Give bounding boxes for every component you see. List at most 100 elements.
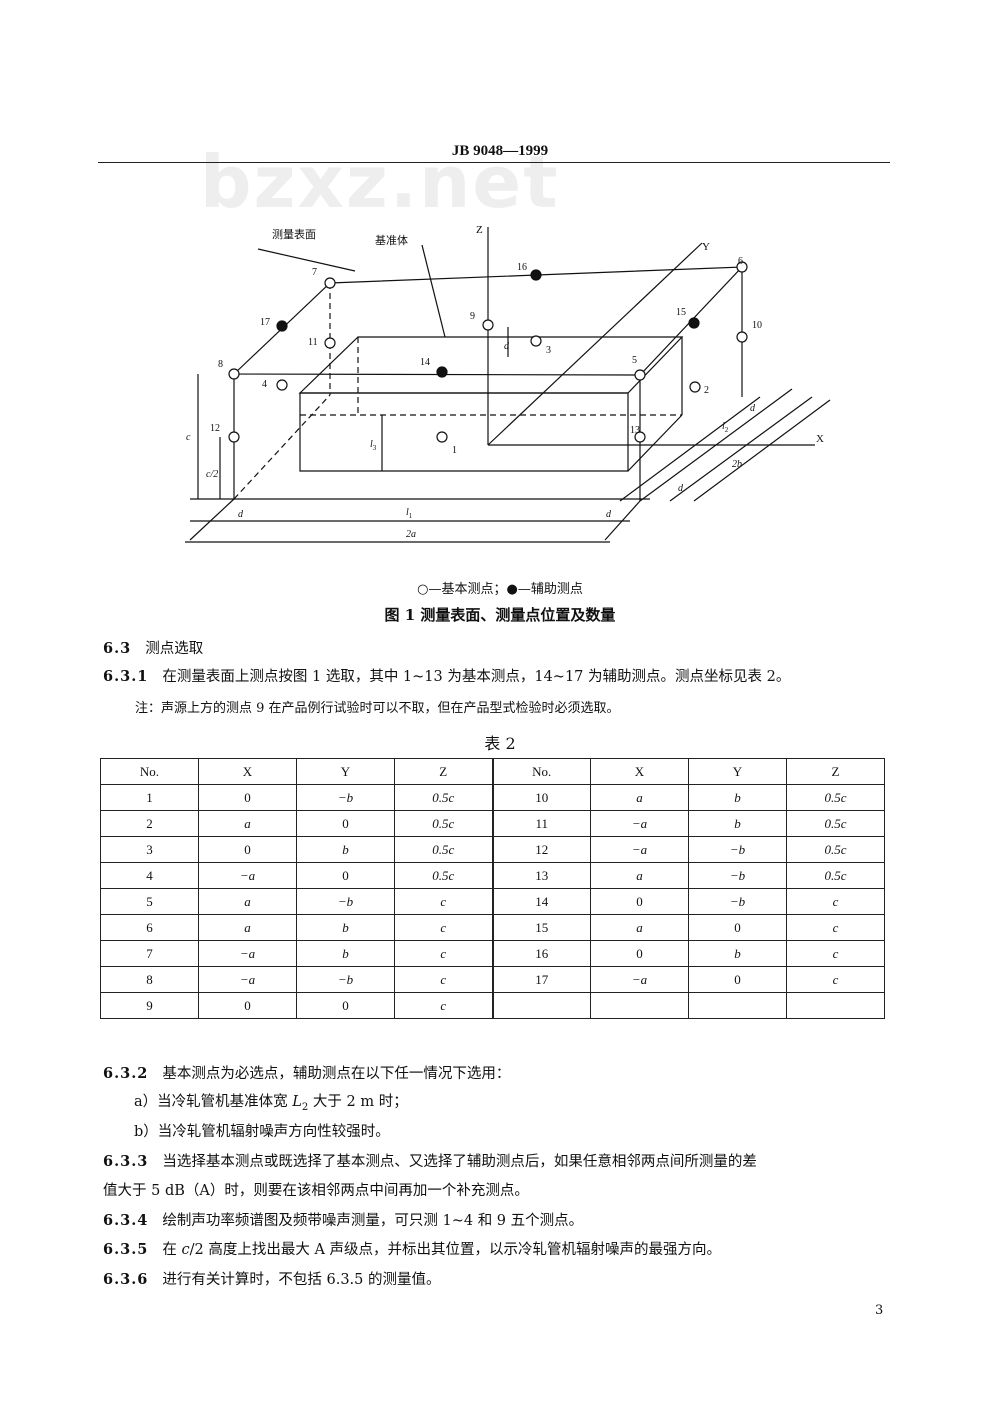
svg-text:15: 15 (676, 307, 686, 318)
table-title: 表 2 (484, 734, 516, 753)
table-cell: 1 (100, 784, 199, 811)
svg-text:9: 9 (470, 311, 475, 322)
table-cell: b (688, 784, 787, 811)
standard-code: JB 9048—1999 (451, 143, 549, 159)
condition-a: a）当冷轧管机基准体宽 L2 大于 2 m 时； (134, 1094, 408, 1113)
table-cell: 6 (100, 914, 199, 941)
svg-text:l3: l3 (370, 439, 377, 452)
page-number: 3 (875, 1303, 884, 1318)
figure-caption: 图 1 测量表面、测量点位置及数量 (384, 606, 616, 624)
svg-text:2b: 2b (732, 459, 742, 470)
table-cell: c (394, 914, 494, 941)
table-cell: 0.5c (786, 784, 885, 811)
table-cell: 4 (100, 862, 199, 889)
table-cell: 12 (492, 836, 591, 863)
point-7 (324, 277, 336, 289)
point-10 (736, 331, 748, 343)
point-12 (228, 431, 240, 443)
table-cell: 8 (100, 966, 199, 993)
svg-text:8: 8 (218, 359, 223, 370)
table-cell: −b (688, 836, 787, 863)
measurement-diagram: 测量表面 基准体 Z Y X 7 16 6 17 9 15 10 11 3 14… (185, 224, 831, 543)
svg-text:d: d (750, 403, 756, 414)
table-cell: c (786, 940, 885, 967)
table-cell: 11 (492, 810, 591, 837)
table-cell: 0.5c (786, 862, 885, 889)
table-cell: 16 (492, 940, 591, 967)
table-cell: 0 (296, 810, 395, 837)
table-cell: 10 (492, 784, 591, 811)
table-cell: c (394, 940, 494, 967)
table-cell: 0 (688, 914, 787, 941)
table-cell: 0 (296, 992, 395, 1019)
table-cell: b (296, 914, 395, 941)
svg-text:X: X (816, 433, 824, 445)
point-6 (736, 261, 748, 273)
body-right-bottom (627, 414, 683, 472)
table-cell: −a (198, 862, 297, 889)
table-cell: a (590, 862, 689, 889)
table-cell: −b (296, 888, 395, 915)
table-cell: c (394, 888, 494, 915)
table-cell: a (198, 810, 297, 837)
table-cell (590, 992, 689, 1019)
table-cell: −a (590, 836, 689, 863)
section-6-3-3-line2: 值大于 5 dB（A）时，则要在该相邻两点中间再加一个补充测点。 (103, 1183, 529, 1199)
table-cell: b (296, 940, 395, 967)
svg-text:7: 7 (312, 267, 317, 278)
svg-text:14: 14 (420, 357, 430, 368)
table-cell: 0.5c (394, 784, 494, 811)
svg-text:17: 17 (260, 317, 270, 328)
table-cell: −a (590, 966, 689, 993)
point-9 (482, 319, 494, 331)
header-rule (98, 162, 890, 163)
point-2 (689, 381, 701, 393)
table-cell: c (786, 888, 885, 915)
svg-text:d: d (606, 509, 612, 520)
y-axis (487, 242, 703, 446)
svg-text:11: 11 (308, 337, 318, 348)
point-17 (276, 320, 288, 332)
svg-text:d: d (238, 509, 244, 520)
table-cell: a (590, 784, 689, 811)
table-cell: 0 (198, 992, 297, 1019)
point-8 (228, 368, 240, 380)
svg-text:2a: 2a (406, 529, 416, 540)
svg-text:2: 2 (704, 385, 709, 396)
table-cell: 2 (100, 810, 199, 837)
svg-text:6: 6 (738, 256, 743, 267)
table-cell: a (198, 888, 297, 915)
svg-text:d: d (504, 341, 510, 352)
point-5 (634, 369, 646, 381)
watermark: bzxz.net (200, 140, 560, 224)
svg-text:13: 13 (630, 425, 640, 436)
point-1 (436, 431, 448, 443)
table-cell (492, 992, 591, 1019)
svg-text:5: 5 (632, 355, 637, 366)
svg-text:Z: Z (476, 224, 483, 236)
table-cell: c (394, 992, 494, 1019)
label-body: 基准体 (375, 233, 408, 247)
table-cell: 0 (590, 888, 689, 915)
table-cell: 0.5c (394, 862, 494, 889)
label-surface: 测量表面 (272, 227, 316, 241)
table-cell: b (688, 810, 787, 837)
svg-text:10: 10 (752, 320, 762, 331)
condition-b: b）当冷轧管机辐射噪声方向性较强时。 (134, 1124, 390, 1140)
point-15 (688, 317, 700, 329)
table-cell: c (786, 914, 885, 941)
svg-text:l2: l2 (722, 421, 729, 434)
